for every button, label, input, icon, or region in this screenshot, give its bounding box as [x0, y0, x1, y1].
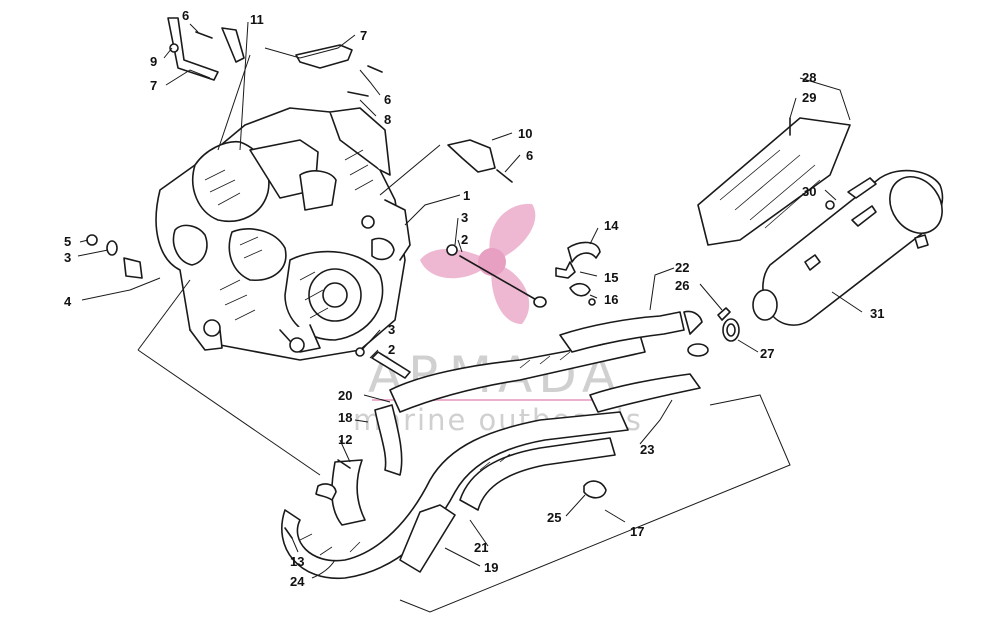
bolt-6a	[195, 31, 213, 39]
bracket-9	[167, 17, 219, 81]
callout-30: 30	[802, 184, 816, 199]
clamp-16	[569, 282, 591, 297]
callout-24: 24	[290, 574, 305, 589]
clamp-14	[567, 241, 601, 263]
callout-6-right: 6	[526, 148, 533, 163]
pipe-18	[331, 459, 366, 526]
callout-22: 22	[675, 260, 689, 275]
callout-7-top: 7	[360, 28, 367, 43]
callout-14: 14	[604, 218, 619, 233]
bolt-6c	[496, 169, 513, 183]
pipe-hatching	[299, 351, 571, 556]
callout-3-left: 3	[64, 250, 71, 265]
propeller-icon	[420, 203, 536, 324]
callout-28: 28	[802, 70, 816, 85]
callout-4: 4	[64, 294, 72, 309]
callout-25: 25	[547, 510, 561, 525]
heatshield-19	[399, 504, 456, 573]
pipe-21	[459, 437, 616, 511]
pipe-22	[559, 311, 685, 353]
muffler-assembly	[697, 117, 944, 326]
callout-2-top: 2	[461, 232, 468, 247]
long-bolt-assembly	[355, 244, 547, 379]
callout-13: 13	[290, 554, 304, 569]
callout-12: 12	[338, 432, 352, 447]
callout-11: 11	[250, 12, 264, 27]
callout-7-left: 7	[150, 78, 157, 93]
callout-1: 1	[463, 188, 470, 203]
upper-brackets	[167, 17, 513, 183]
heatshield-28	[697, 117, 851, 246]
bolt-6b	[367, 65, 383, 73]
callout-15: 15	[604, 270, 618, 285]
callout-6-top: 6	[182, 8, 189, 23]
bracket-30	[847, 177, 877, 199]
callout-10: 10	[518, 126, 532, 141]
callout-5: 5	[64, 234, 71, 249]
clamp-group	[555, 241, 601, 306]
bolt-8	[347, 91, 369, 97]
callout-9: 9	[150, 54, 157, 69]
engine-hatching	[204, 149, 374, 321]
callout-labels: 6 11 9 7 7 6 8 10 6 1 3 2 5 3 4 3 2 20 1…	[64, 8, 884, 589]
callout-18: 18	[338, 410, 352, 425]
clamp-25	[583, 480, 607, 499]
callout-3-bottom: 3	[388, 322, 395, 337]
engine-assembly	[155, 107, 411, 361]
callout-2-bottom: 2	[388, 342, 395, 357]
callout-27: 27	[760, 346, 774, 361]
callout-20: 20	[338, 388, 352, 403]
callout-26: 26	[675, 278, 689, 293]
callout-17: 17	[630, 524, 644, 539]
callout-31: 31	[870, 306, 884, 321]
callout-21: 21	[474, 540, 488, 555]
bracket-11	[221, 27, 245, 63]
bracket-15	[555, 261, 576, 279]
leader-lines	[77, 21, 863, 613]
callout-29: 29	[802, 90, 816, 105]
callout-6-mid: 6	[384, 92, 391, 107]
bracket-10	[447, 139, 496, 173]
callout-16: 16	[604, 292, 618, 307]
callout-23: 23	[640, 442, 654, 457]
left-mount-hardware	[86, 234, 143, 279]
bracket-7	[295, 44, 353, 69]
pipe-24	[281, 411, 629, 580]
callout-19: 19	[484, 560, 498, 575]
exhaust-pipes	[281, 307, 740, 580]
pipe-20	[389, 334, 646, 413]
pipe-23	[589, 373, 701, 413]
callout-8: 8	[384, 112, 391, 127]
callout-3-top: 3	[461, 210, 468, 225]
gasket-13	[315, 483, 337, 501]
